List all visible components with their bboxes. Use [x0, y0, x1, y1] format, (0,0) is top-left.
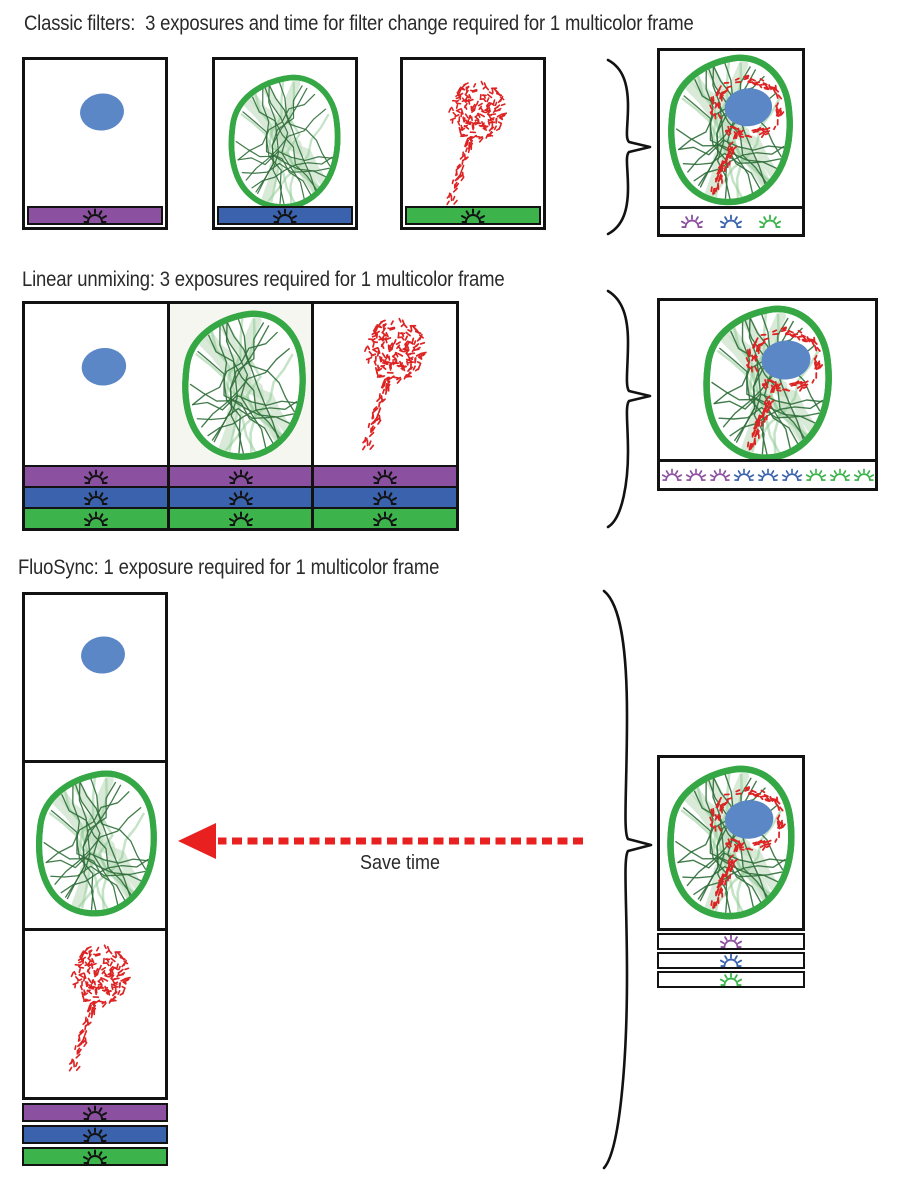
- brace-unmixing: [606, 289, 652, 529]
- unmixing-panel-cytoskeleton: [166, 304, 312, 528]
- excitation-bar-green: [314, 507, 457, 528]
- mitochondria-channel-art: [362, 317, 428, 451]
- excitation-bar-purple: [169, 465, 312, 486]
- light-source-icon: [82, 208, 108, 224]
- light-source-icon: [228, 490, 254, 506]
- light-bar-blue: [657, 952, 805, 969]
- light-source-icon: [272, 208, 298, 224]
- merged-cell-art: [660, 301, 875, 463]
- excitation-bar-purple: [27, 206, 163, 225]
- fluosync-merged-frame: [657, 755, 805, 931]
- light-source-icon-blue: [719, 953, 743, 968]
- cytoskeleton-channel-art: [25, 763, 165, 928]
- save-time-label: Save time: [359, 852, 441, 874]
- light-source-icon-green: [719, 972, 743, 987]
- classic-filters-title: Classic filters: 3 exposures and time fo…: [24, 12, 694, 35]
- light-source-icon-blue: [733, 468, 755, 482]
- nucleus-channel-art: [77, 90, 127, 134]
- excitation-bars: [25, 465, 167, 528]
- nucleus-channel-art: [79, 345, 129, 389]
- merged-light-bar: [660, 206, 802, 234]
- light-source-icon-purple: [685, 468, 707, 482]
- light-source-icon: [83, 511, 109, 527]
- mitochondria-channel-art: [446, 80, 508, 206]
- light-source-icon-blue: [719, 214, 743, 229]
- light-source-icon: [82, 1127, 108, 1143]
- light-source-icon: [228, 469, 254, 485]
- mitochondria-channel-art: [68, 944, 131, 1072]
- fluosync-panel-mitochondria: [22, 928, 168, 1100]
- light-source-icon-green: [853, 468, 875, 482]
- light-source-icon-purple: [719, 934, 743, 949]
- light-source-icon: [460, 208, 486, 224]
- light-source-icon: [82, 1105, 108, 1121]
- light-source-icon-purple: [661, 468, 683, 482]
- light-source-icon-purple: [680, 214, 704, 229]
- light-source-icon: [82, 1149, 108, 1165]
- merged-cell-art: [660, 758, 802, 928]
- excitation-bar-green: [405, 206, 541, 225]
- light-bar-purple: [657, 933, 805, 950]
- excitation-bar-purple: [314, 465, 457, 486]
- linear-unmixing-title: Linear unmixing: 3 exposures required fo…: [22, 268, 505, 291]
- excitation-bar-blue: [217, 206, 353, 225]
- linear-unmixing-panels: [22, 301, 459, 531]
- cytoskeleton-channel-art: [170, 304, 312, 466]
- light-source-icon-green: [758, 214, 782, 229]
- cytoskeleton-channel-art: [215, 60, 355, 227]
- excitation-bar-green: [22, 1147, 168, 1166]
- light-source-icon: [83, 469, 109, 485]
- light-source-icon-blue: [757, 468, 779, 482]
- fluosync-merged-light-bars: [657, 933, 805, 988]
- fluosync-title: FluoSync: 1 exposure required for 1 mult…: [18, 556, 440, 579]
- fluosync-panel-cytoskeleton: [22, 760, 168, 931]
- light-source-icon-green: [829, 468, 851, 482]
- excitation-bars: [169, 465, 312, 528]
- fluosync-stack: [22, 592, 168, 1166]
- light-source-icon: [83, 490, 109, 506]
- classic-merged-frame: [657, 48, 805, 237]
- light-bar-green: [657, 971, 805, 988]
- classic-panel-mitochondria: [400, 57, 546, 230]
- fluosync-panel-nucleus: [22, 592, 168, 763]
- merged-light-bar: [660, 459, 875, 488]
- classic-panel-cytoskeleton: [212, 57, 358, 230]
- light-source-icon: [372, 469, 398, 485]
- light-source-icon: [372, 511, 398, 527]
- excitation-bar-purple: [22, 1103, 168, 1122]
- classic-panel-nucleus: [22, 57, 168, 230]
- excitation-bar-blue: [314, 486, 457, 507]
- unmixing-merged-frame: [657, 298, 878, 491]
- merged-cell-art: [660, 51, 802, 209]
- light-source-icon-purple: [709, 468, 731, 482]
- excitation-bars: [314, 465, 457, 528]
- excitation-bar-green: [25, 507, 167, 528]
- brace-fluosync: [602, 589, 653, 1170]
- excitation-bar-blue: [22, 1125, 168, 1144]
- excitation-bar-blue: [169, 486, 312, 507]
- nucleus-channel-art: [78, 633, 128, 677]
- light-source-icon-green: [805, 468, 827, 482]
- light-source-icon: [228, 511, 254, 527]
- brace-classic: [606, 58, 652, 236]
- light-source-icon: [372, 490, 398, 506]
- unmixing-panel-mitochondria: [311, 304, 457, 528]
- unmixing-panel-nucleus: [25, 304, 167, 528]
- light-source-icon-blue: [781, 468, 803, 482]
- excitation-bar-blue: [25, 486, 167, 507]
- excitation-bar-green: [169, 507, 312, 528]
- excitation-bar-purple: [25, 465, 167, 486]
